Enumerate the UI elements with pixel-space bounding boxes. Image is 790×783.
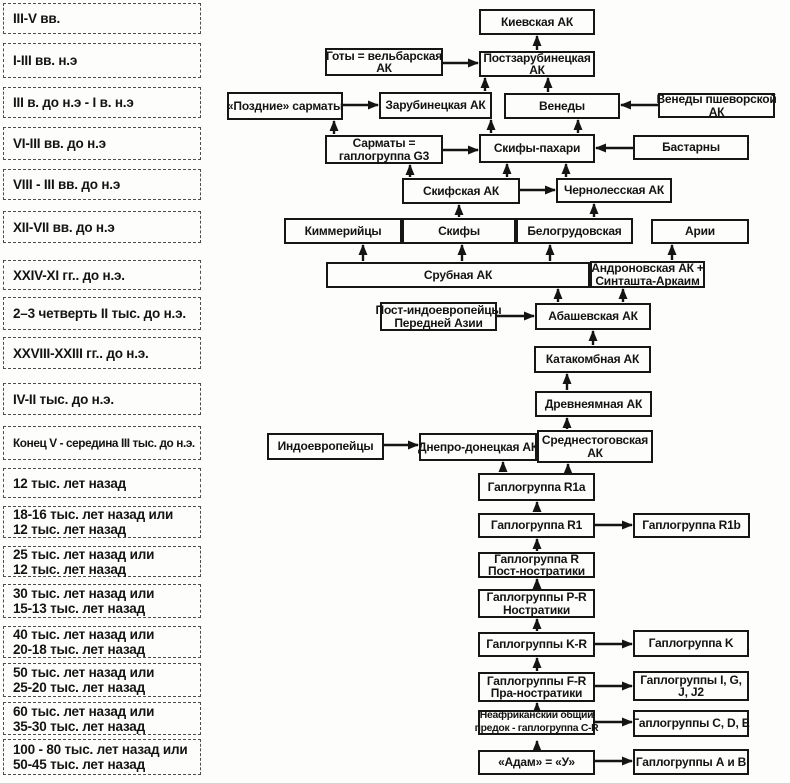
flow-node-gaplogruppa-r1: Гаплогруппа R1 — [478, 513, 595, 538]
flow-node-gaplogruppy-i-g-j-j2: Гаплогруппы I, G, J, J2 — [633, 671, 749, 701]
timeline-item-9: XXVIII-XXIII гг.. до н.э. — [3, 337, 201, 369]
flow-node-dnepro-donetskaya-ak: Днепро-донецкая АК — [418, 433, 538, 461]
flow-node-andronovskaya-ak: Андроновская АК + Синташта-Аркаим — [590, 261, 705, 288]
flow-node-srubnaya-ak: Срубная АК — [326, 262, 590, 288]
flow-node-gaplogruppa-r-post-nostratiki: Гаплогруппа R Пост-ностратики — [478, 552, 595, 578]
flow-node-gaplogruppy-f-r-pra-nostratiki: Гаплогруппы F-R Пра-ностратики — [478, 672, 595, 702]
flow-node-kievskaya-ak: Киевская АК — [479, 9, 595, 35]
timeline-item-3: III в. до н.э - I в. н.э — [3, 87, 201, 118]
timeline-item-15: 30 тыс. лет назад или 15-13 тыс. лет наз… — [3, 584, 201, 618]
timeline-item-4: VI-III вв. до н.э — [3, 127, 201, 160]
flow-node-gaplogruppy-k-r: Гаплогруппы K-R — [478, 632, 595, 657]
flow-node-adam: «Адам» = «У» — [478, 750, 595, 775]
flow-node-drevneyamnaya-ak: Древнеямная АК — [535, 391, 652, 417]
flow-node-gaplogruppy-p-r-nostratiki: Гаплогруппы P-R Ностратики — [478, 589, 595, 618]
flow-node-gaplogruppy-a-i-b: Гаплогруппы А и В — [633, 749, 749, 775]
flow-node-gaplogruppa-r1a: Гаплогруппа R1a — [478, 473, 595, 501]
timeline-item-17: 50 тыс. лет назад или 25-20 тыс. лет наз… — [3, 663, 201, 697]
timeline-item-11: Конец V - середина III тыс. до н.э. — [3, 426, 201, 460]
flow-node-belogrudovskaya: Белогрудовская — [516, 218, 633, 244]
timeline-item-13: 18-16 тыс. лет назад или 12 тыс. лет наз… — [3, 506, 201, 538]
flow-node-postzarubinetskaya-ak: Постзарубинецкая АК — [479, 51, 595, 77]
timeline-item-6: XII-VII вв. до н.э — [3, 211, 201, 243]
flow-node-sarmaty-g3: Сарматы = гаплогруппа G3 — [325, 135, 443, 164]
flow-node-gaplogruppa-k: Гаплогруппа K — [633, 630, 749, 657]
timeline-item-1: III-V вв. — [3, 3, 201, 34]
flow-node-skifskaya-ak: Скифская АК — [402, 178, 520, 204]
timeline-item-18: 60 тыс. лет назад или 35-30 тыс. лет наз… — [3, 702, 201, 735]
flow-node-indoevropeytsy: Индоевропейцы — [267, 433, 384, 460]
timeline-item-19: 100 - 80 тыс. лет назад или 50-45 тыс. л… — [3, 739, 201, 775]
flow-node-gaplogruppa-r1b: Гаплогруппа R1b — [633, 513, 750, 538]
flow-node-goty-velbarskaya: Готы = вельбарская АК — [325, 48, 443, 76]
timeline-item-8: 2–3 четверть II тыс. до н.э. — [3, 297, 201, 330]
flow-node-venedy-pshevorskoy: Венеды пшеворской АК — [656, 92, 777, 119]
flow-node-abashevskaya-ak: Абашевская АК — [535, 303, 651, 330]
flow-node-neafrikanskiy-predok-c-r: Неафриканский общий предок - гаплогруппа… — [474, 710, 599, 735]
timeline-item-10: IV-II тыс. до н.э. — [3, 383, 201, 415]
flow-node-chernolesskaya-ak: Чернолесская АК — [556, 178, 672, 203]
flow-node-bastarny: Бастарны — [633, 135, 749, 160]
flow-node-srednestogovskaya-ak: Среднестоговская АК — [537, 430, 653, 463]
flow-node-kimmeriytsy: Киммерийцы — [284, 218, 402, 244]
timeline-item-16: 40 тыс. лет назад или 20-18 тыс. лет наз… — [3, 626, 201, 658]
flow-node-zarubinetskaya-ak: Зарубинецкая АК — [379, 92, 492, 119]
timeline-item-14: 25 тыс. лет назад или 12 тыс. лет назад — [3, 546, 201, 577]
timeline-item-5: VIII - III вв. до н.э — [3, 169, 201, 200]
flow-node-skify-pahari: Скифы-пахари — [479, 134, 595, 163]
flow-node-venedy: Венеды — [504, 93, 620, 119]
timeline-item-12: 12 тыс. лет назад — [3, 468, 201, 498]
timeline-item-7: XXIV-XI гг.. до н.э. — [3, 260, 201, 290]
flow-node-skify: Скифы — [402, 218, 516, 244]
flow-node-gaplogruppy-c-d-e: Гаплогруппы C, D, E — [632, 710, 750, 737]
flow-node-arii: Арии — [651, 219, 749, 244]
flow-node-katakombnaya-ak: Катакомбная АК — [534, 346, 651, 373]
flow-node-pozdnie-sarmaty: «Поздние» сарматы — [227, 92, 343, 120]
timeline-item-2: I-III вв. н.э — [3, 43, 201, 78]
flow-node-post-indoevropeytsy: Пост-индоевропейцы Передней Азии — [375, 302, 502, 331]
